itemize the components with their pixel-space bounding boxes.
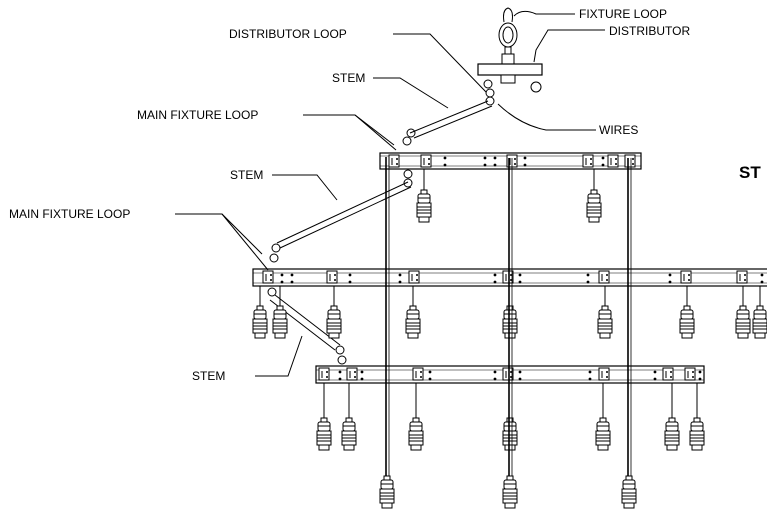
distributor-canopy [477, 63, 543, 98]
tier-top-bar [379, 152, 642, 170]
stem-top [402, 96, 495, 146]
main-fixture-loop-label-top: MAIN FIXTURE LOOP [137, 108, 258, 122]
tier-bottom-pendants [316, 383, 705, 451]
leader-lines [175, 10, 605, 377]
tier-bottom-bar [315, 365, 705, 384]
wires-label: WIRES [599, 123, 638, 137]
stem-middle [269, 169, 413, 263]
stem-label-middle: STEM [230, 168, 263, 182]
cut-off-title: ST [739, 163, 761, 182]
distributor-loop-label: DISTRIBUTOR LOOP [229, 27, 347, 41]
tier-top-pendants [416, 169, 602, 223]
fixture-loop [498, 7, 518, 65]
tier-middle-pendants [252, 286, 767, 339]
distributor-label: DISTRIBUTOR [609, 24, 690, 38]
tier-middle-bar [252, 268, 767, 287]
main-fixture-loop-label-middle: MAIN FIXTURE LOOP [9, 207, 130, 221]
stem-label-top: STEM [332, 71, 365, 85]
long-drop-wires [379, 157, 637, 509]
fixture-loop-label: FIXTURE LOOP [579, 7, 667, 21]
stem-label-bottom: STEM [192, 369, 225, 383]
